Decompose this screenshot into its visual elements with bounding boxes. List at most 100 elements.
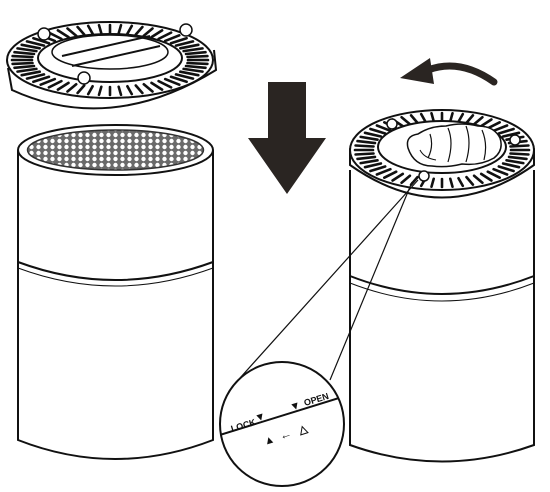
cover-screw [418, 170, 430, 182]
callout-leader-lines [239, 179, 419, 381]
vent-slot [47, 79, 63, 89]
vent-slot [39, 77, 57, 86]
vent-slot [509, 144, 530, 148]
cover-screw [179, 23, 193, 37]
vent-slot [32, 36, 51, 45]
rotate-direction-arrow-icon: ← [278, 426, 294, 443]
vent-slot [174, 40, 195, 47]
vent-slot [369, 127, 387, 135]
vent-slot [486, 170, 502, 179]
vent-slot [505, 159, 525, 165]
vent-slot [86, 85, 94, 96]
right-purifier-body [349, 170, 535, 463]
vent-slot [56, 29, 70, 39]
vent-slot [134, 84, 144, 95]
vent-slot [369, 165, 387, 173]
vent-slot [157, 31, 173, 41]
vent-slot [150, 81, 164, 91]
vent-slot [400, 115, 412, 126]
vent-slot [356, 139, 377, 145]
lock-marker: ▼ [253, 410, 267, 425]
vent-slot [492, 124, 509, 133]
vent-slot [479, 172, 493, 182]
vent-slot [11, 54, 34, 59]
vent-slot [501, 131, 521, 138]
vent-slot [465, 175, 475, 186]
vent-slot [97, 85, 103, 97]
vent-slot [479, 118, 493, 128]
vent-slot [179, 43, 200, 50]
vent-slot [11, 61, 34, 66]
vent-slot [492, 167, 509, 176]
vent-slot [66, 83, 78, 93]
vent-slot [184, 64, 207, 70]
vent-slot [169, 36, 188, 45]
vent-slot [20, 43, 42, 50]
vent-slot [363, 131, 383, 138]
vent-slot [86, 24, 94, 36]
vent-slot [472, 115, 484, 126]
vent-slot [16, 47, 38, 53]
vent-slot [400, 174, 412, 185]
right-top-cover [349, 109, 535, 199]
vent-slot [359, 135, 379, 141]
vent-slot [457, 112, 465, 124]
left-purifier-body [17, 124, 214, 460]
lock-open-callout: LOCK ▼ ▼ OPEN ▲ ← △ [219, 361, 345, 487]
vent-slot [409, 175, 419, 186]
vent-slot [507, 155, 528, 161]
vent-slot [134, 25, 144, 36]
vent-slot [126, 24, 134, 36]
vent-slot [126, 85, 134, 96]
vent-slot [182, 47, 204, 53]
vent-slot [13, 50, 36, 56]
vent-slot [430, 112, 436, 123]
vent-slot [501, 162, 521, 169]
vent-slot [497, 165, 515, 173]
vent-slot [117, 23, 123, 35]
vent-slot [117, 85, 123, 97]
vent-slot [363, 162, 383, 169]
vent-slot [391, 172, 405, 182]
vent-slot [20, 70, 42, 77]
cover-screw [37, 27, 51, 41]
filter-mesh [26, 129, 205, 171]
down-arrow-icon [248, 82, 326, 194]
hand-icon [406, 123, 502, 168]
vent-slot [184, 50, 207, 56]
vent-slot [174, 73, 195, 80]
open-marker: ▼ [288, 399, 302, 414]
vent-slot [430, 177, 436, 188]
vent-slot [382, 170, 398, 179]
vent-slot [486, 121, 502, 130]
vent-slot [448, 112, 454, 123]
vent-slot [25, 73, 46, 80]
vent-slot [32, 75, 51, 84]
vent-slot [25, 40, 46, 47]
vent-slot [163, 33, 181, 43]
vent-slot [359, 159, 379, 165]
cover-screw [386, 118, 398, 130]
vent-slot [448, 177, 454, 188]
vent-slot [356, 155, 377, 161]
cover-screw [509, 134, 521, 146]
vent-slot [419, 112, 427, 124]
vent-slot [66, 27, 78, 38]
vent-slot [457, 176, 465, 188]
vent-slot [56, 81, 70, 91]
cover-vents [10, 23, 210, 97]
vent-slot [182, 67, 204, 73]
vent-slot [142, 83, 154, 93]
vent-slot [76, 84, 86, 95]
current-position-marker: ▲ [262, 433, 276, 448]
vent-slot [409, 114, 419, 125]
vent-slot [354, 152, 375, 156]
vent-slot [13, 64, 36, 70]
vent-slot [354, 144, 375, 148]
vent-slot [375, 124, 392, 133]
cover-screw [77, 71, 91, 85]
vent-slot [497, 127, 515, 135]
vent-slot [76, 25, 86, 36]
vent-slot [186, 54, 209, 59]
